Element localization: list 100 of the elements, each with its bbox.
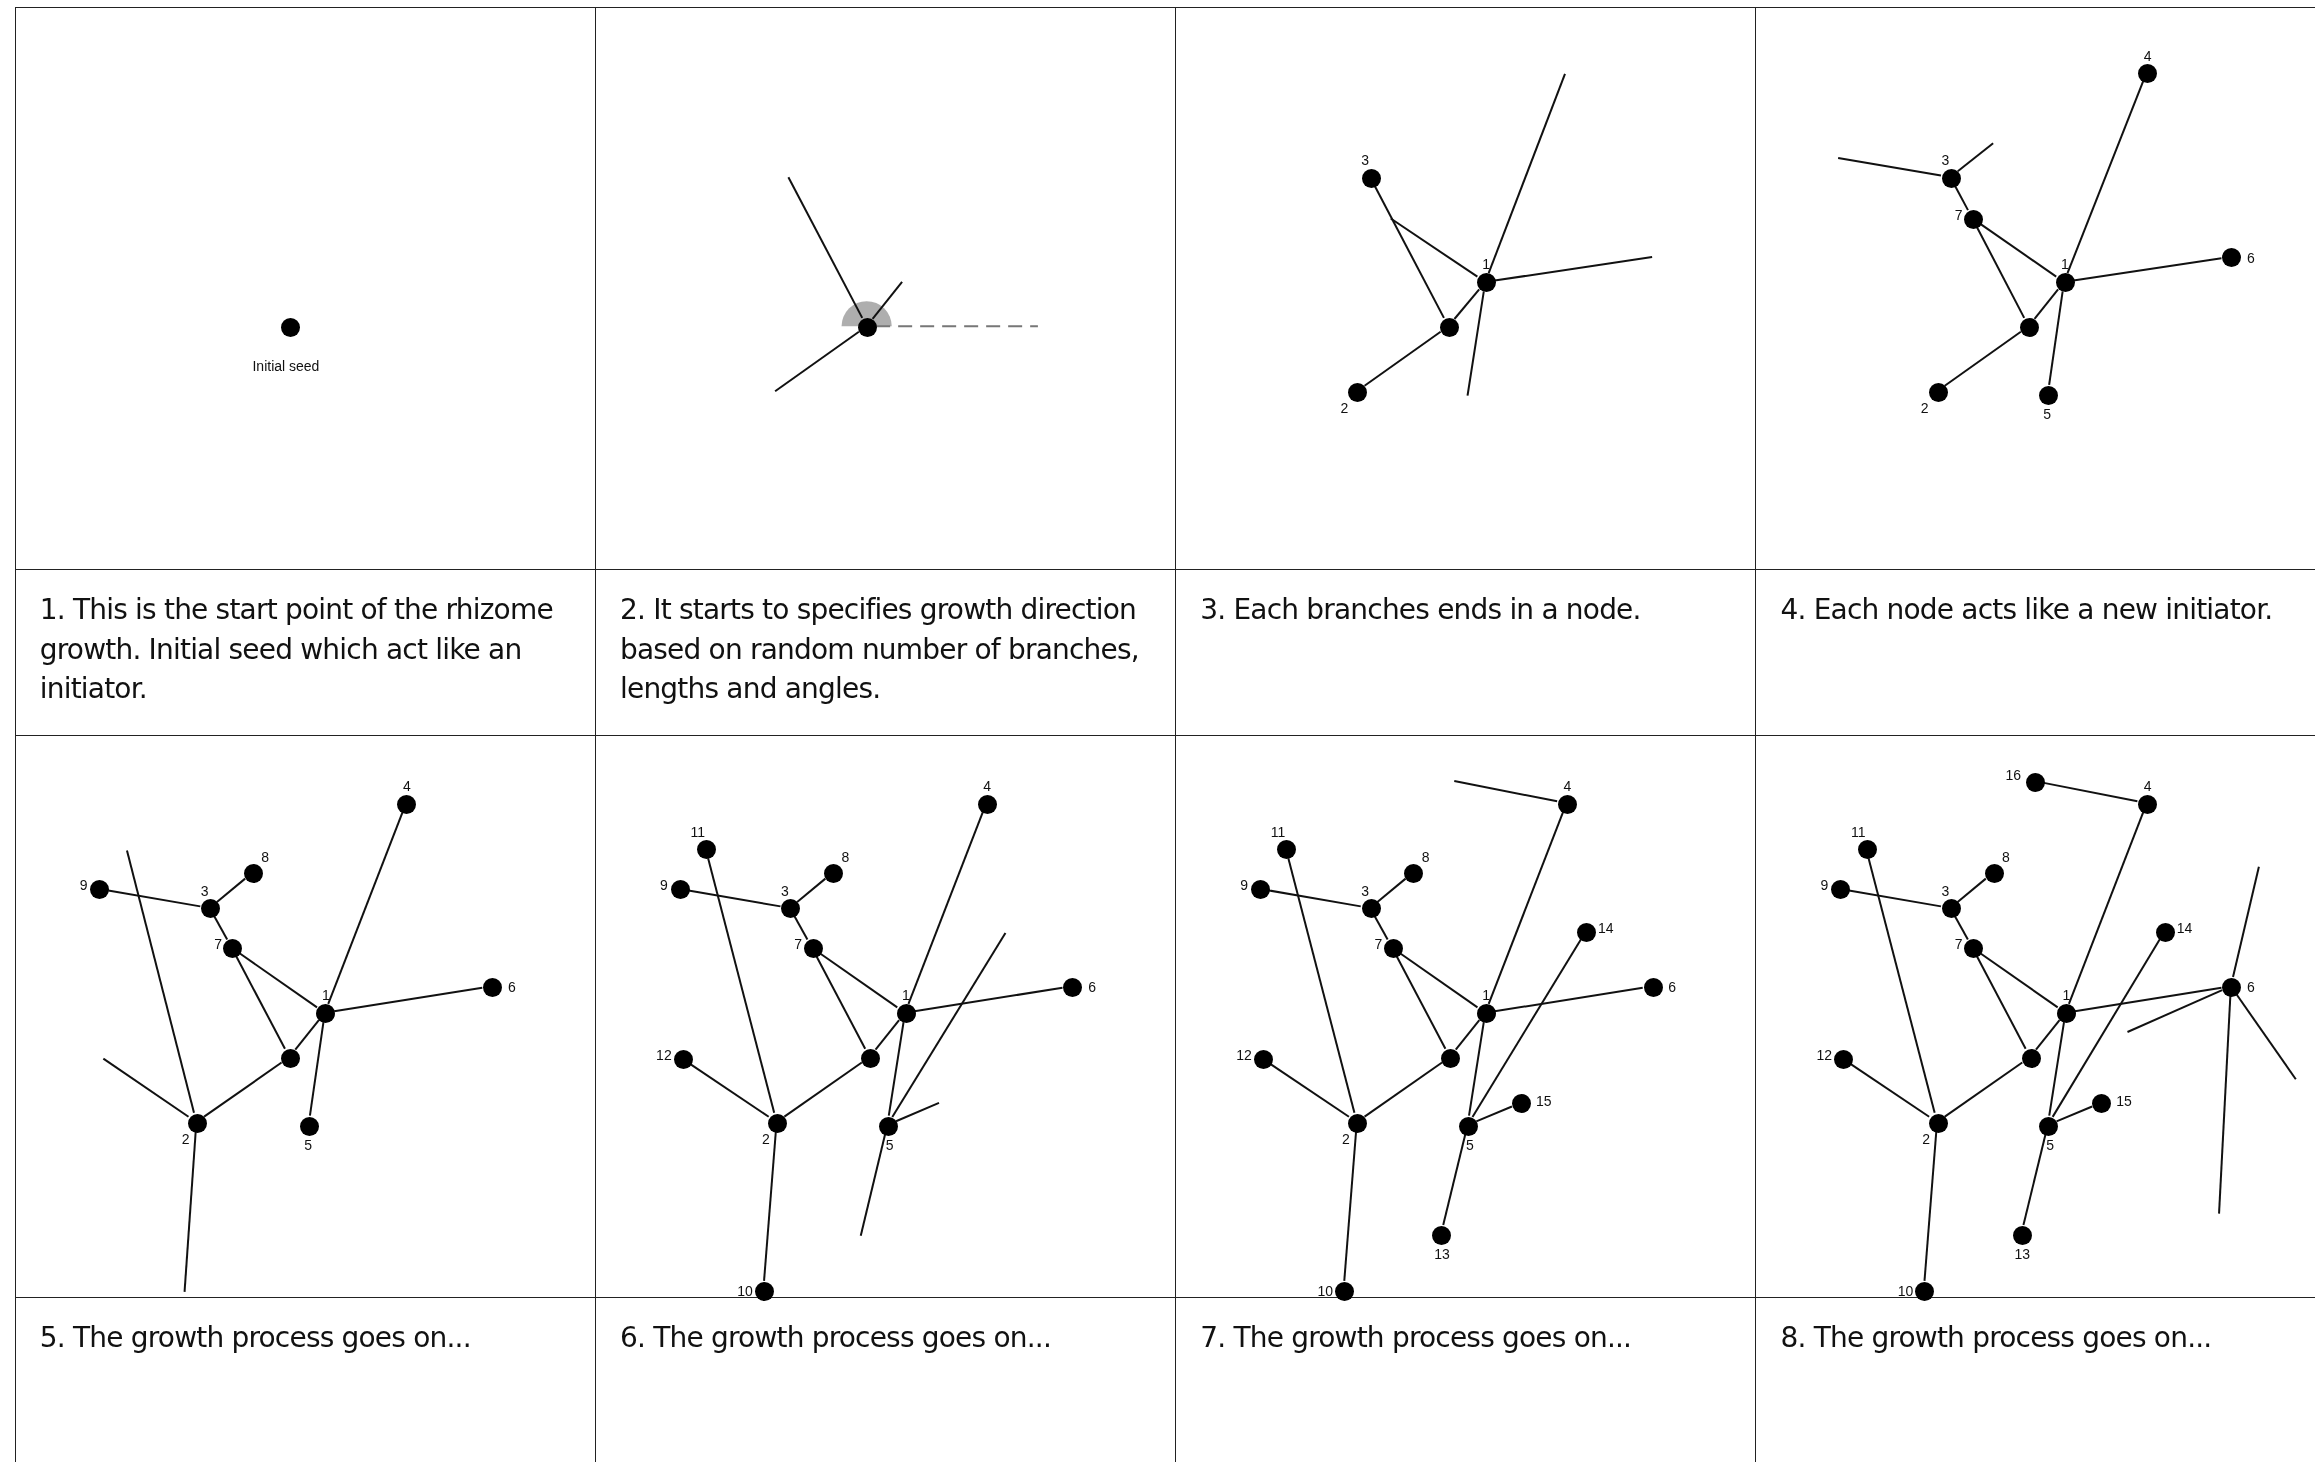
node-number: 8 — [841, 850, 850, 865]
branch-line — [1923, 1130, 1938, 1282]
node-number: 2 — [1922, 1132, 1931, 1147]
node-number: 7 — [794, 937, 803, 952]
branch-line — [333, 986, 484, 1013]
branch-line — [1493, 255, 1654, 282]
branch-line — [689, 1062, 770, 1118]
branch-line — [2126, 989, 2224, 1033]
node-number: 15 — [1536, 1093, 1552, 1108]
node-number: 7 — [1954, 937, 1963, 952]
branch-line — [913, 986, 1064, 1013]
node-number: 10 — [1897, 1284, 1914, 1299]
branch-line — [327, 811, 404, 1005]
branch-line — [1493, 986, 1644, 1013]
branch-line — [793, 915, 809, 941]
step-panel — [14, 735, 596, 1462]
node-number: 9 — [1240, 878, 1248, 893]
node-number: 11 — [1851, 825, 1866, 840]
branch-line — [2072, 257, 2223, 282]
step-caption: 4. Each node acts like a new initiator. — [1756, 569, 2315, 736]
node-number: 1 — [902, 987, 910, 1002]
branch-line — [1956, 877, 1987, 903]
branch-line — [907, 811, 984, 1005]
branch-line — [2033, 288, 2060, 320]
node-number: 4 — [1563, 779, 1572, 794]
node-number: 9 — [1820, 878, 1829, 893]
branch-line — [1376, 877, 1407, 903]
branch-line — [1979, 222, 2058, 278]
node-number: 5 — [304, 1138, 312, 1153]
branch-line — [1373, 184, 1445, 319]
node-number: 2 — [1342, 1132, 1350, 1147]
node-number: 12 — [1816, 1048, 1833, 1063]
step-caption: 3. Each branches ends in a node. — [1176, 569, 1756, 736]
node-number: Initial seed — [252, 358, 320, 373]
branch-line — [294, 1019, 320, 1051]
node-number: 16 — [2005, 767, 2022, 782]
node-number: 13 — [2014, 1247, 2030, 1262]
step-caption: 5. The growth process goes on... — [15, 1297, 595, 1462]
branch-line — [2048, 290, 2064, 386]
node-number: 3 — [781, 884, 789, 899]
branch-line — [235, 955, 286, 1050]
node-number: 12 — [656, 1048, 672, 1063]
node-number: 7 — [1954, 208, 1963, 223]
step-caption: 2. It starts to specifies growth direction based on random number of branches, lengths and angles. — [596, 569, 1176, 736]
node-number: 1 — [1482, 256, 1491, 271]
step-caption: 7. The growth process goes on... — [1176, 1297, 1756, 1462]
branch-line — [859, 1133, 887, 1237]
branch-line — [1847, 889, 1942, 908]
node-number: 2 — [1340, 401, 1349, 416]
node-number: 6 — [1668, 980, 1677, 995]
branch-line — [2218, 994, 2232, 1215]
node-number: 6 — [1088, 980, 1096, 995]
node-number: 9 — [660, 878, 668, 893]
branch-line — [874, 1019, 901, 1051]
branch-line — [1975, 955, 2027, 1050]
branch-line — [308, 1021, 325, 1117]
node-number: 2 — [181, 1132, 190, 1147]
branch-line — [1837, 157, 1942, 177]
branch-line — [774, 330, 860, 393]
branch-line — [1395, 955, 1447, 1050]
branch-line — [1867, 857, 1936, 1114]
node-number: 4 — [983, 779, 992, 794]
branch-line — [1487, 811, 1565, 1005]
branch-line — [895, 1101, 940, 1123]
node-number: 5 — [1466, 1138, 1474, 1153]
branch-line — [891, 932, 1007, 1118]
node-number: 6 — [2247, 250, 2255, 265]
step-panel — [14, 7, 596, 737]
branch-line — [871, 281, 904, 320]
node-number: 1 — [2061, 256, 2069, 271]
branch-line — [1956, 142, 1995, 173]
node-number: 1 — [321, 987, 330, 1002]
branch-line — [2066, 80, 2145, 275]
node-number: 13 — [1434, 1247, 1450, 1262]
branch-line — [1979, 952, 2059, 1009]
node-number: 3 — [200, 884, 209, 899]
branch-line — [102, 1057, 190, 1118]
branch-line — [1849, 1062, 1931, 1118]
node-number: 7 — [214, 937, 222, 952]
branch-line — [1399, 952, 1479, 1009]
branch-line — [1287, 857, 1356, 1114]
branch-line — [213, 915, 229, 941]
node-number: 3 — [1361, 884, 1370, 899]
branch-line — [2051, 938, 2161, 1118]
node-number: 5 — [2046, 1138, 2055, 1153]
branch-line — [1943, 330, 2022, 387]
branch-line — [1363, 330, 1442, 387]
branch-line — [1442, 1133, 1467, 1227]
node-number: 8 — [2002, 850, 2010, 865]
branch-line — [2055, 1105, 2094, 1123]
branch-line — [107, 889, 202, 908]
step-caption: 1. This is the start point of the rhizome growth. Initial seed which act like an initiator. — [15, 569, 595, 736]
branch-line — [183, 1130, 197, 1293]
node-number: 11 — [1270, 825, 1286, 840]
branch-line — [125, 849, 195, 1114]
node-number: 2 — [1920, 401, 1929, 416]
branch-line — [815, 955, 867, 1050]
branch-line — [1453, 780, 1559, 803]
branch-line — [1475, 1105, 1513, 1123]
node-number: 5 — [885, 1138, 894, 1153]
